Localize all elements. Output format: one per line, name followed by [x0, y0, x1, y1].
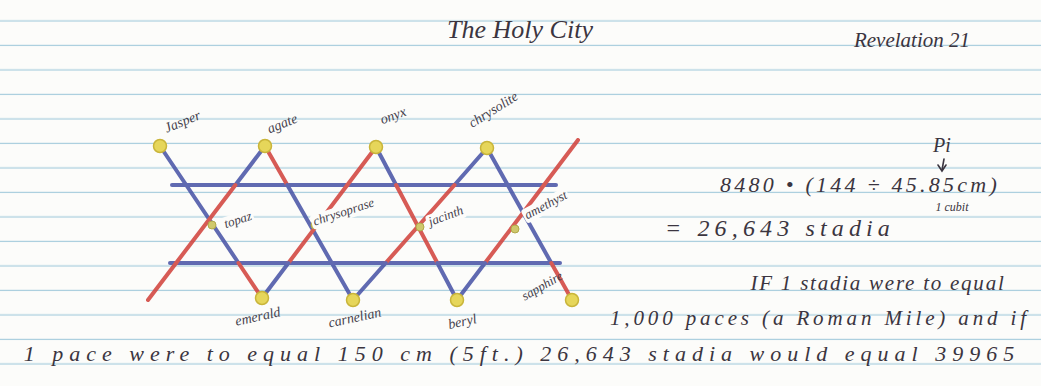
pi-arrow — [938, 159, 946, 171]
center-dot — [208, 221, 216, 229]
equation-text: 8480 • (144 ÷ 45.85cm) — [720, 172, 1000, 197]
center-dot — [511, 225, 519, 233]
gem-dot — [481, 142, 494, 155]
gem-dot — [154, 140, 167, 153]
lattice-line — [148, 263, 176, 300]
annotation-pi: Pi — [933, 134, 951, 157]
stone-name: emerald — [234, 304, 282, 329]
stone-name: Jasper — [163, 108, 204, 137]
stone-name: amethyst — [520, 187, 571, 224]
stone-name: onyx — [378, 104, 408, 128]
equation-result: = 26,643 stadia — [665, 215, 895, 243]
page-title: The Holy City — [447, 15, 593, 45]
stone-name: chrysoprase — [310, 194, 379, 229]
gem-dot — [566, 294, 579, 307]
note-text: IF 1 stadia were to equal — [751, 271, 1006, 295]
stone-name: jacinth — [425, 202, 468, 230]
lattice-line — [544, 140, 578, 185]
gem-dot — [347, 294, 360, 307]
page-reference: Revelation 21 — [854, 28, 970, 52]
stone-name: topaz — [220, 208, 255, 232]
gem-dot — [370, 141, 383, 154]
gem-dots — [154, 140, 579, 307]
unit-note: 1 cubit — [936, 201, 969, 215]
arrow-head — [938, 165, 946, 171]
center-dots — [208, 221, 519, 233]
stone-name: beryl — [446, 311, 477, 333]
lattice-line — [485, 185, 544, 263]
lattice-line — [455, 148, 488, 185]
lattice-line — [170, 261, 560, 265]
stone-name: carnelian — [327, 305, 383, 332]
gem-lattice — [148, 140, 578, 300]
stone-name: chrysolite — [466, 89, 521, 132]
center-dot — [416, 223, 424, 231]
stone-name: agate — [266, 111, 301, 138]
lattice-line — [172, 183, 556, 187]
stone-name: sapphire — [520, 268, 566, 303]
lattice-line — [235, 146, 265, 185]
gem-dot — [451, 294, 464, 307]
gem-dot — [259, 140, 272, 153]
gem-dot — [256, 292, 269, 305]
note-text: 1 pace were to equal 150 cm (5ft.) 26,64… — [24, 341, 1020, 366]
note-text: 1,000 paces (a Roman Mile) and if — [610, 306, 1030, 330]
lattice-line — [353, 263, 386, 300]
